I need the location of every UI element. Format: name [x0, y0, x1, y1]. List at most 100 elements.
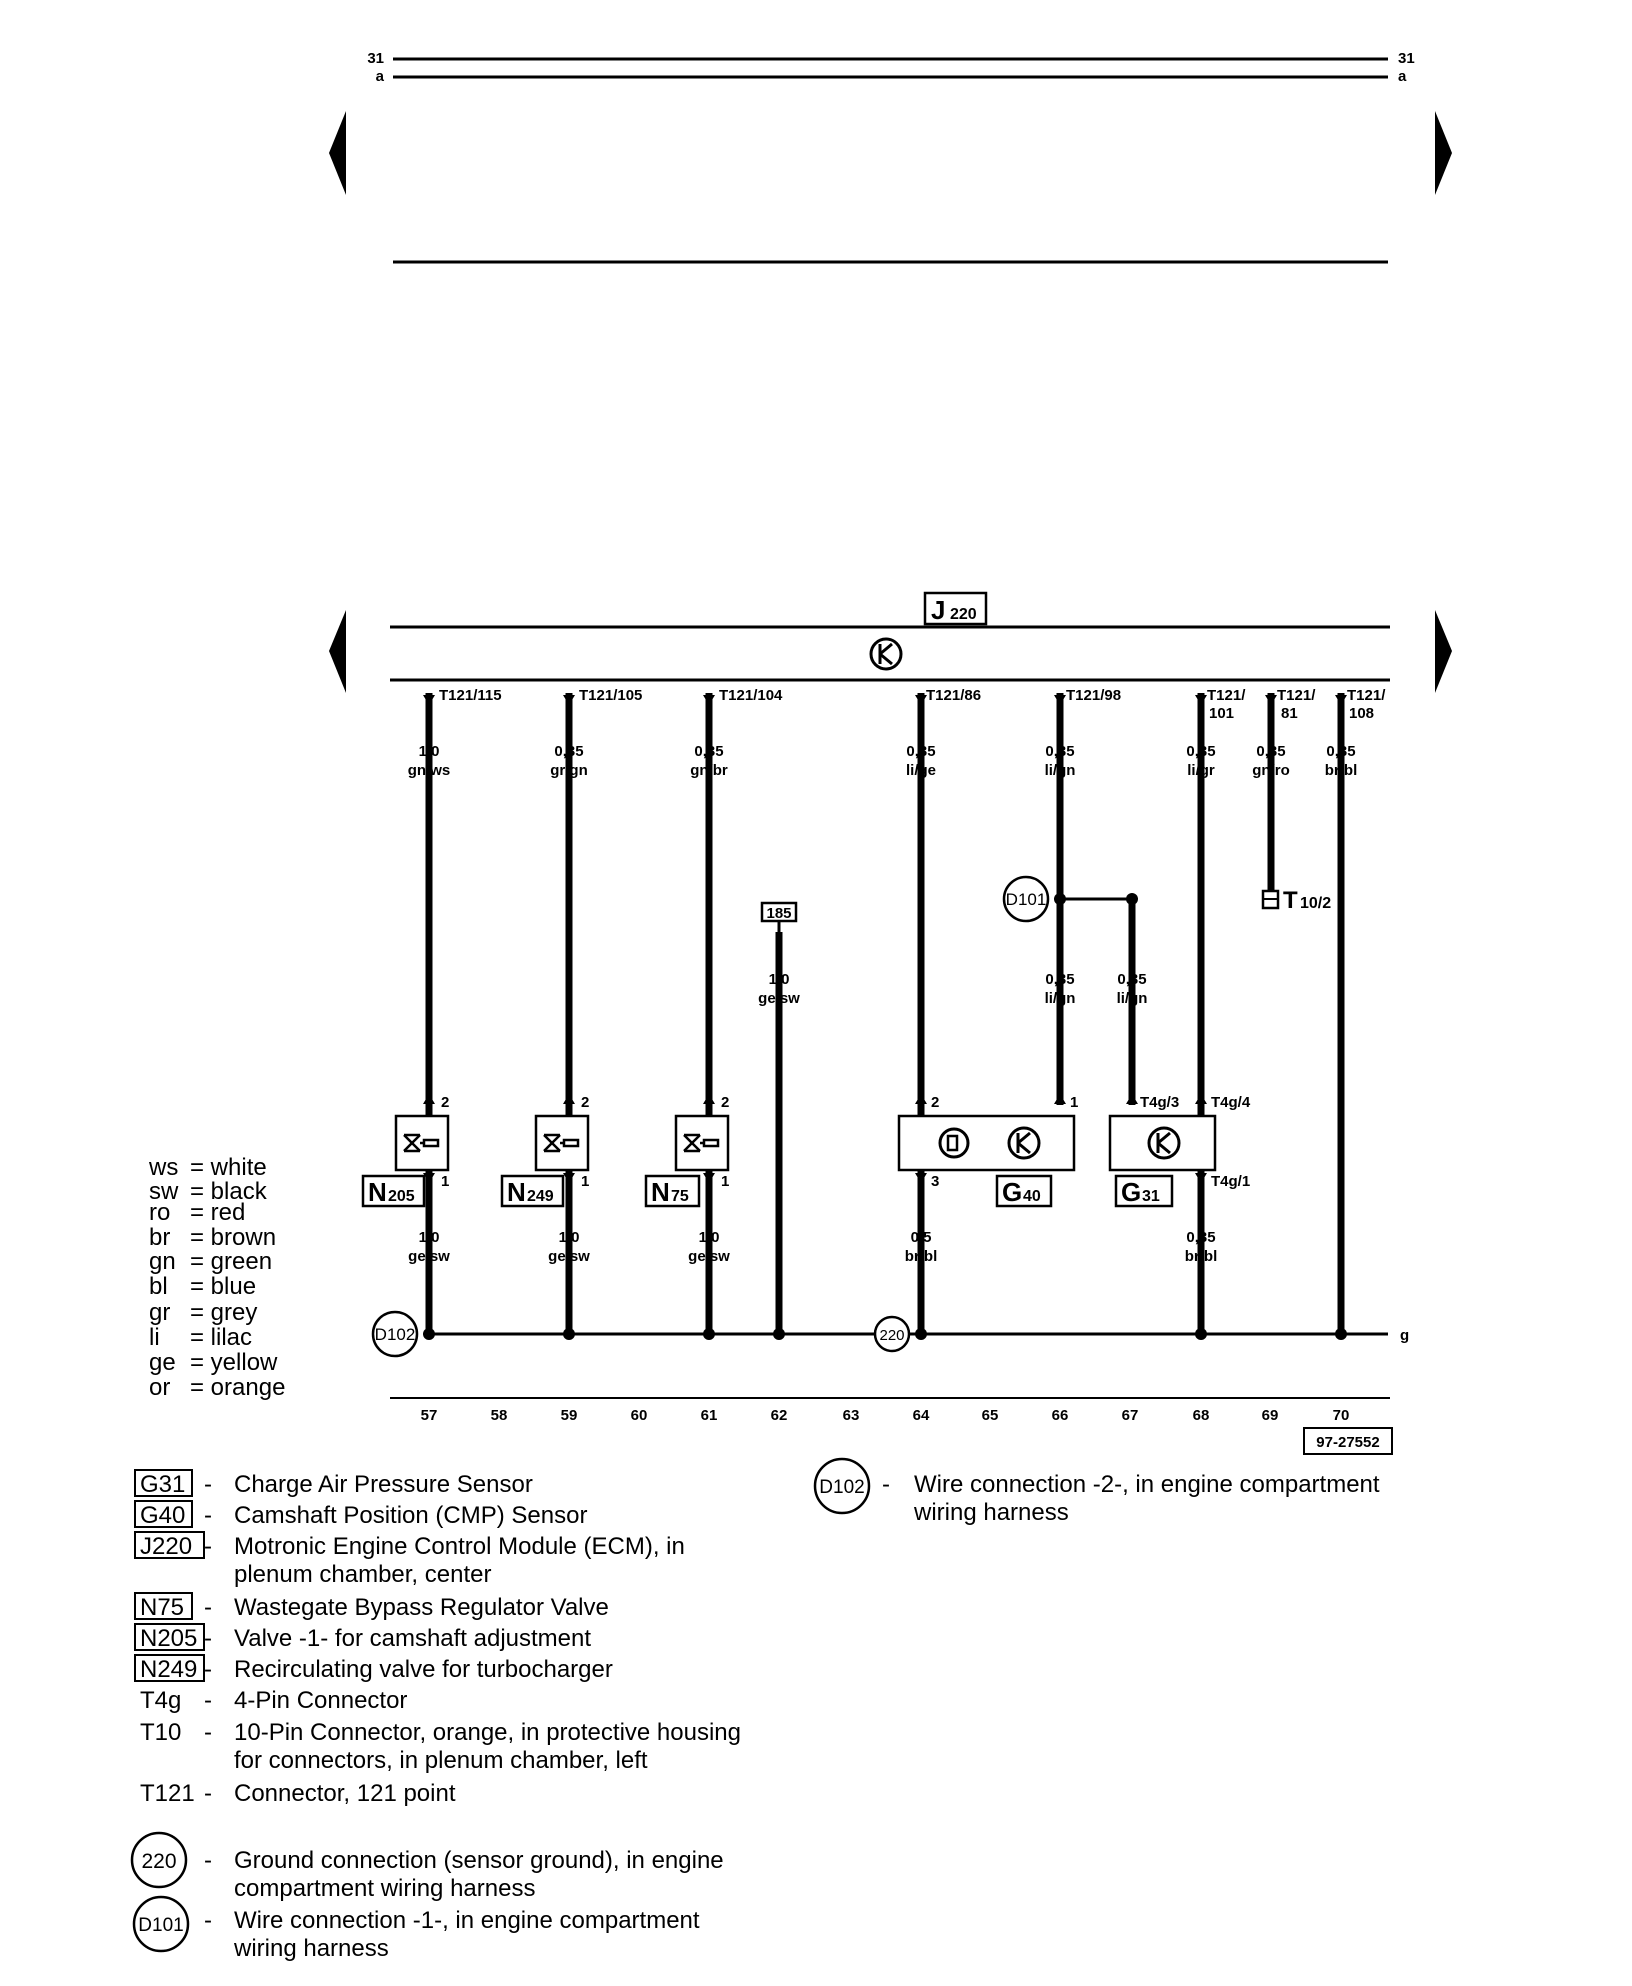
g40-label-box [995, 1174, 1053, 1208]
legend-circle [130, 1831, 188, 1889]
wire-size: 0,35 [1326, 743, 1355, 760]
color-name: = white [190, 1154, 267, 1181]
legend-text: Camshaft Position (CMP) Sensor [234, 1502, 587, 1529]
pin-number: 2 [721, 1094, 729, 1111]
color-name: = lilac [190, 1324, 252, 1351]
legend-text: for connectors, in plenum chamber, left [234, 1747, 648, 1774]
pin-label: 81 [1281, 705, 1298, 722]
column-numbers: 57 58 59 60 61 62 63 64 65 66 67 68 69 7… [390, 1397, 1393, 1455]
pin-label: T4g/3 [1140, 1094, 1179, 1111]
legend-dash: - [882, 1471, 890, 1498]
pin-label: T121/98 [1066, 687, 1121, 704]
wire-color-key: ws = white sw = black ro = red br = brow… [148, 1154, 285, 1401]
solenoid-valve-icon [403, 1133, 440, 1153]
electronic-icon [1147, 1126, 1181, 1160]
legend-text: Valve -1- for camshaft adjustment [234, 1625, 591, 1652]
wire-labels-top: 1,0 gn/ws 0,35 gr/gn 0,35 gn/br 0,35 li/… [408, 743, 1358, 779]
page-left-arrow-icon [329, 610, 346, 693]
valve-pin-numbers: 2 2 2 1 1 1 [441, 1094, 729, 1190]
wire-size: 1,0 [419, 1229, 440, 1246]
wire-connection-d101 [1002, 875, 1050, 923]
wire-color: gn/ro [1252, 762, 1290, 779]
color-abbr: ro [149, 1199, 170, 1226]
n205-label-sub: 205 [388, 1188, 415, 1205]
column-number: 66 [1052, 1407, 1069, 1424]
pin-number: 2 [581, 1094, 589, 1111]
wire-size: 1,0 [769, 971, 790, 988]
color-name: = grey [190, 1299, 257, 1326]
reference-code: 97-27552 [1316, 1434, 1379, 1451]
color-name: = brown [190, 1224, 276, 1251]
legend-text: Connector, 121 point [234, 1780, 456, 1807]
column-number: 63 [843, 1407, 860, 1424]
color-abbr: gr [149, 1299, 170, 1326]
wire-color: li/gr [1187, 762, 1215, 779]
wire-size: 0,35 [1117, 971, 1146, 988]
legend-dash: - [204, 1471, 212, 1498]
color-abbr: gn [149, 1248, 176, 1275]
wire-labels-bottom: 1,0 ge/sw 1,0 ge/sw 1,0 ge/sw 0,5 br/bl … [408, 1229, 1217, 1265]
bus-31-right-label: 31 [1398, 50, 1415, 67]
valve-n205: N 205 [361, 1114, 450, 1208]
top-bus-section: 31 a 31 a [329, 50, 1452, 264]
ecm-label: J [931, 595, 945, 625]
legend-dash: - [204, 1687, 212, 1714]
wires [425, 693, 1345, 1335]
legend-text: wiring harness [913, 1499, 1069, 1526]
pin-number: 1 [1070, 1094, 1078, 1111]
legend-code: N75 [140, 1594, 184, 1621]
legend-code: D102 [819, 1477, 864, 1498]
t10-connector: T 10/2 [1261, 887, 1331, 914]
legend-text: Motronic Engine Control Module (ECM), in [234, 1533, 685, 1560]
color-abbr: br [149, 1224, 170, 1251]
wire-labels-mid: 1,0 ge/sw 0,35 li/gn 0,35 li/gn [758, 971, 1147, 1007]
pin-number: 1 [441, 1173, 449, 1190]
legend-dash: - [204, 1625, 212, 1652]
column-number: 70 [1333, 1407, 1350, 1424]
d101-label: D101 [1006, 890, 1047, 909]
ecm-label-sub: 220 [950, 606, 977, 623]
electronic-icon [1007, 1126, 1041, 1160]
legend-dash: - [204, 1719, 212, 1746]
legend-code-box [134, 1531, 205, 1559]
column-number: 67 [1122, 1407, 1139, 1424]
wire-color: br/bl [1185, 1248, 1218, 1265]
page-right-arrow-icon [1435, 610, 1452, 693]
pin-label: 101 [1209, 705, 1234, 722]
pin-label: 108 [1349, 705, 1374, 722]
column-number: 69 [1262, 1407, 1279, 1424]
wire-color: li/gn [1117, 990, 1148, 1007]
column-number: 57 [421, 1407, 438, 1424]
legend-text: wiring harness [233, 1935, 389, 1962]
n249-label: N [507, 1177, 526, 1207]
column-number: 61 [701, 1407, 718, 1424]
wire-color: ge/sw [688, 1248, 730, 1265]
color-name: = green [190, 1248, 272, 1275]
pin-number: 3 [931, 1173, 939, 1190]
column-number: 64 [913, 1407, 930, 1424]
column-number: 65 [982, 1407, 999, 1424]
g31-label: G [1121, 1177, 1141, 1207]
wire-size: 0,35 [694, 743, 723, 760]
ecm-electronic-icon [869, 637, 903, 671]
legend-text: Recirculating valve for turbocharger [234, 1656, 613, 1683]
wire-color: gn/ws [408, 762, 451, 779]
wire-color: li/gn [1045, 762, 1076, 779]
t10-label: T [1283, 887, 1298, 914]
legend-dash: - [204, 1780, 212, 1807]
wire-color: ge/sw [758, 990, 800, 1007]
connection-185: 185 [760, 901, 798, 935]
wire-size: 1,0 [559, 1229, 580, 1246]
legend-text: 4-Pin Connector [234, 1687, 407, 1714]
bus-31-left-label: 31 [367, 50, 384, 67]
wire-size: 0,35 [554, 743, 583, 760]
g220-label: 220 [879, 1327, 904, 1344]
sensor-g40: G 40 2 1 3 [897, 1094, 1078, 1208]
wire-color: gn/br [690, 762, 728, 779]
n205-label-box [361, 1174, 426, 1208]
legend-code: J220 [140, 1533, 192, 1560]
legend-code: 220 [141, 1850, 176, 1873]
legend-text: Wire connection -1-, in engine compartme… [234, 1907, 700, 1934]
legend-code-box [134, 1500, 193, 1528]
legend-code: T4g [140, 1687, 181, 1714]
